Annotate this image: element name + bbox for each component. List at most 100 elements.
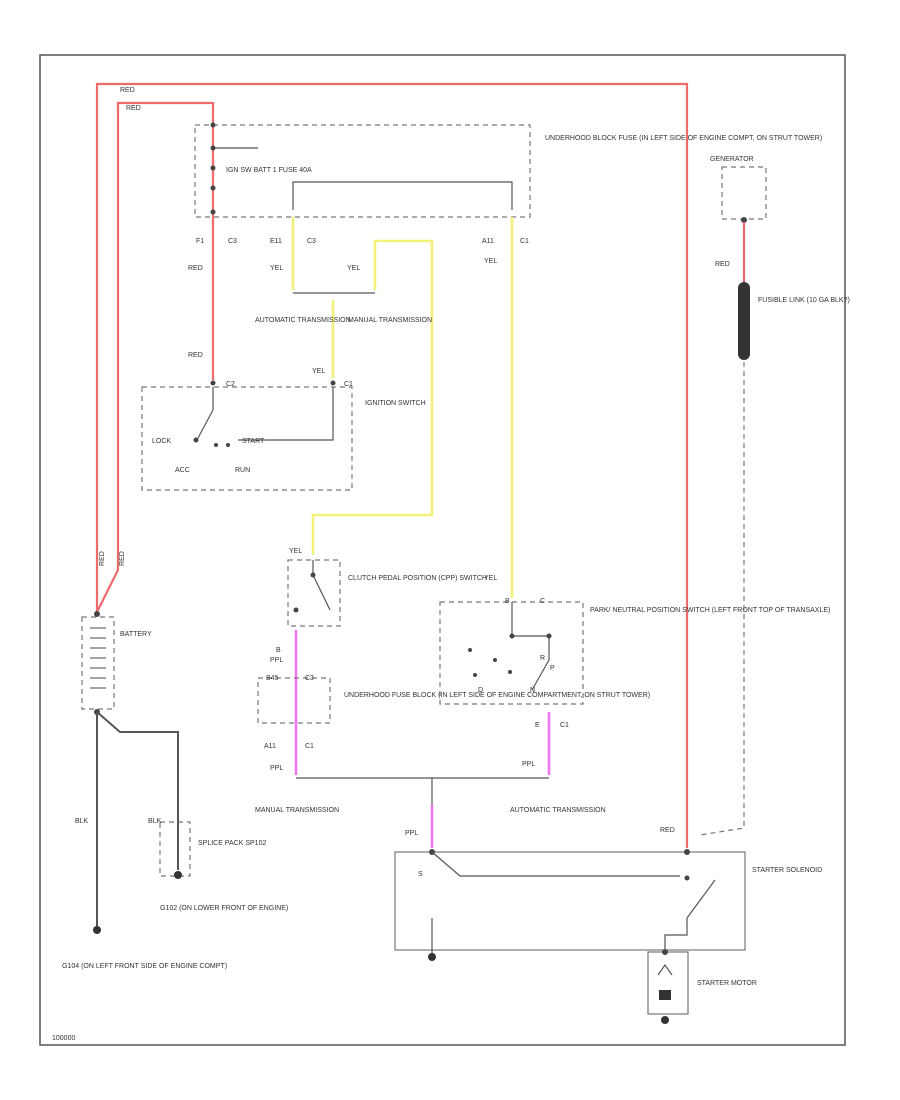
red-label-top-1: RED xyxy=(120,87,135,94)
lower-fuse-pin-b45: B45 xyxy=(266,675,279,682)
yel-label-1: YEL xyxy=(270,265,283,272)
splice-pack-box xyxy=(159,821,191,877)
pnp-pin-bottom: E xyxy=(535,722,540,729)
splice-label: SPLICE PACK SP102 xyxy=(198,840,266,847)
starter-motor-winding-icon xyxy=(657,963,673,976)
red-label-vert-1: RED xyxy=(99,551,106,566)
fuse-label: IGN SW BATT 1 FUSE 40A xyxy=(226,167,312,174)
ignition-switch-box xyxy=(141,386,353,491)
pnp-pos-d: D xyxy=(478,687,483,694)
battery-label: BATTERY xyxy=(120,631,152,638)
dashed-wire-link-to-solenoid xyxy=(699,362,745,836)
pnp-switch-box xyxy=(439,601,584,705)
solenoid-ground-icon xyxy=(428,953,436,961)
yel-label-2: YEL xyxy=(347,265,360,272)
pnp-title: PARK/ NEUTRAL POSITION SWITCH (LEFT FRON… xyxy=(590,607,830,614)
fuse-block-title: UNDERHOOD BLOCK FUSE (IN LEFT SIDE OF EN… xyxy=(545,135,822,142)
lower-fuse-pin-a11: A11 xyxy=(264,743,276,750)
cpp-contact-top xyxy=(310,572,316,578)
pnp-output-lead xyxy=(531,659,550,691)
solenoid-contact-1 xyxy=(684,875,690,881)
red-wire-battery-to-fuse-block xyxy=(96,101,215,613)
solenoid-coil-lead xyxy=(431,851,680,877)
red-label-solenoid: RED xyxy=(660,827,675,834)
solenoid-motor-lead xyxy=(664,918,688,955)
lower-fuse-pin-top: B xyxy=(276,647,281,654)
ign-switch-blade xyxy=(197,409,214,439)
battery-box xyxy=(81,616,115,710)
g102-ground-icon xyxy=(174,871,182,879)
red-label-top-2: RED xyxy=(126,105,141,112)
blk-label-1: BLK xyxy=(75,818,89,825)
red-label-ign-2: RED xyxy=(188,352,203,359)
solenoid-pin-s: S xyxy=(418,871,423,878)
underhood-fuse-block-lower xyxy=(257,677,331,724)
red-label-gen: RED xyxy=(715,261,730,268)
blk-wire-to-splice xyxy=(96,711,179,870)
lower-fuse-title: UNDERHOOD FUSE BLOCK (IN LEFT SIDE OF EN… xyxy=(344,692,650,699)
conn-c3-mid: C3 xyxy=(307,238,316,245)
pin-a11: A11 xyxy=(482,238,494,245)
auto-trans-label-bottom: AUTOMATIC TRANSMISSION xyxy=(510,807,606,814)
conn-c3-left: C3 xyxy=(228,238,237,245)
fuse-block-internal-bus xyxy=(292,181,513,210)
pin-f1: F1 xyxy=(196,238,204,245)
auto-trans-label-top: AUTOMATIC TRANSMISSION xyxy=(255,317,351,324)
diagram-frame xyxy=(39,54,846,1046)
ppl-label-1: PPL xyxy=(270,657,283,664)
starter-motor-terminal xyxy=(662,949,668,955)
cpp-title: CLUTCH PEDAL POSITION (CPP) SWITCH xyxy=(348,575,487,582)
g104-label: G104 (ON LEFT FRONT SIDE OF ENGINE COMPT… xyxy=(62,963,227,970)
generator-terminal xyxy=(741,217,747,223)
starter-solenoid-label: STARTER SOLENOID xyxy=(752,867,822,874)
ign-c2-node xyxy=(210,380,216,386)
pnp-contact-4 xyxy=(508,670,512,674)
red-wire-battery-to-solenoid xyxy=(95,82,689,848)
fuse-block-node-5 xyxy=(210,209,216,215)
cpp-contact-bottom xyxy=(293,607,299,613)
starter-motor-armature-icon xyxy=(659,990,671,1000)
figure-id: 100000 xyxy=(52,1035,75,1042)
ppl-label-4: PPL xyxy=(405,830,418,837)
starter-motor-ground-icon xyxy=(661,1016,669,1024)
battery-cells-icon xyxy=(90,627,106,689)
g102-label: G102 (ON LOWER FRONT OF ENGINE) xyxy=(160,905,288,912)
yel-label-5: YEL xyxy=(289,548,302,555)
pin-e11: E11 xyxy=(270,238,282,245)
pnp-pos-p: P xyxy=(550,665,555,672)
ign-pos-start: START xyxy=(242,438,265,445)
yel-label-3: YEL xyxy=(484,258,497,265)
starter-motor-label: STARTER MOTOR xyxy=(697,980,757,987)
ign-lock-contact xyxy=(193,437,199,443)
ign-switch-start-lead xyxy=(238,387,334,441)
pnp-pos-r: R xyxy=(540,655,545,662)
generator-label: GENERATOR xyxy=(710,156,754,163)
ign-title: IGNITION SWITCH xyxy=(365,400,426,407)
pnp-pin-top: B xyxy=(505,598,510,605)
yel-label-4: YEL xyxy=(312,368,325,375)
cpp-switch-blade xyxy=(312,574,331,611)
ppl-label-2: PPL xyxy=(270,765,283,772)
pnp-contact-1 xyxy=(468,648,472,652)
ppl-merge-bus xyxy=(296,777,549,805)
ign-conn-c2: C2 xyxy=(226,381,235,388)
g104-ground-icon xyxy=(93,926,101,934)
underhood-fuse-block-top xyxy=(194,124,531,218)
manual-trans-label-top: MANUAL TRANSMISSION xyxy=(348,317,432,324)
starter-motor-box xyxy=(647,951,689,1015)
manual-trans-label-bottom: MANUAL TRANSMISSION xyxy=(255,807,339,814)
ign-run-contact xyxy=(226,443,230,447)
fuse-block-node-4 xyxy=(210,185,216,191)
ign-pos-lock: LOCK xyxy=(152,438,171,445)
pnp-internal-lead xyxy=(511,602,550,660)
pnp-contact-2 xyxy=(493,658,497,662)
blk-label-2: BLK xyxy=(148,818,162,825)
ign-pos-run: RUN xyxy=(235,467,250,474)
ppl-label-3: PPL xyxy=(522,761,535,768)
generator-box xyxy=(721,166,767,220)
pnp-conn-bottom: C1 xyxy=(560,722,569,729)
pnp-contact-3 xyxy=(473,673,477,677)
yel-label-6: YEL xyxy=(484,575,497,582)
battery-pos-terminal xyxy=(94,611,100,617)
